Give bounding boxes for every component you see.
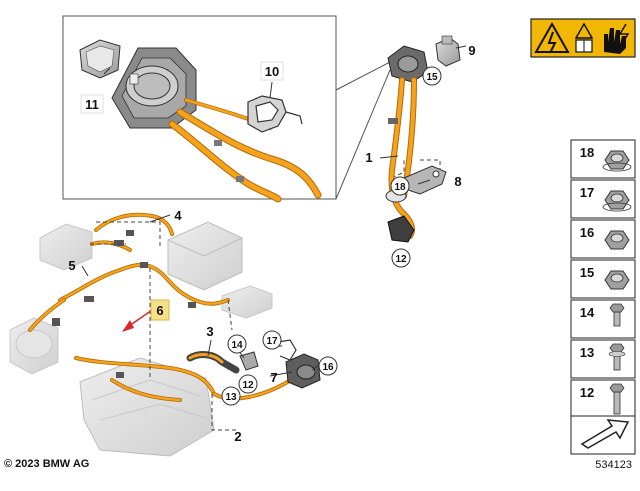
callout-13: 13 xyxy=(225,392,237,403)
callout-3: 3 xyxy=(206,324,213,339)
vehicle-ghost-components xyxy=(9,221,273,457)
callout-labels: 10 11 9 15 1 8 18 12 4 5 6 3 14 17 7 xyxy=(68,43,475,444)
parts-table-number: 12 xyxy=(580,385,594,400)
parts-table-row: 14 xyxy=(570,299,636,339)
charging-socket-housing xyxy=(111,47,197,129)
dashed-reference-lines xyxy=(90,159,441,431)
detail-inset xyxy=(62,15,391,203)
image-number: 534123 xyxy=(595,459,632,471)
hex-flange-nut-icon xyxy=(602,150,632,172)
parts-table-number: 17 xyxy=(580,185,594,200)
callout-5: 5 xyxy=(68,258,75,273)
callout-1: 1 xyxy=(365,150,372,165)
callout-8: 8 xyxy=(454,174,461,189)
no-touch-hand-icon xyxy=(604,23,630,54)
callout-4: 4 xyxy=(174,208,182,223)
callout-10: 10 xyxy=(265,64,279,79)
flange-nut-icon xyxy=(602,190,632,212)
parts-table-number: 13 xyxy=(580,345,594,360)
overview-cables xyxy=(28,212,312,402)
high-voltage-warning-panel xyxy=(530,18,636,58)
callout-2: 2 xyxy=(234,429,241,444)
callout-15: 15 xyxy=(426,72,438,83)
callout-6-highlighted: 6 xyxy=(156,303,163,318)
parts-table-number: 15 xyxy=(580,265,594,280)
electric-hazard-icon xyxy=(534,21,570,53)
hex-bolt-icon xyxy=(609,303,625,327)
callout-11: 11 xyxy=(85,97,99,112)
continuation-arrow-box xyxy=(570,415,636,455)
parts-table-row: 15 xyxy=(570,259,636,299)
overview-parts xyxy=(52,230,321,389)
parts-table-row: 17 xyxy=(570,179,636,219)
parts-table-row: 16 xyxy=(570,219,636,259)
read-manual-icon xyxy=(574,22,594,53)
long-bolt-icon xyxy=(609,383,625,415)
parts-table-row: 12 xyxy=(570,379,636,419)
copyright-notice: © 2023 BMW AG xyxy=(4,458,90,470)
hex-nut-icon xyxy=(604,270,630,290)
parts-table-number: 14 xyxy=(580,305,595,320)
bracket-part xyxy=(247,95,303,133)
parts-table-number: 18 xyxy=(580,145,594,160)
callout-12-right: 12 xyxy=(395,254,407,265)
parts-table-row: 18 xyxy=(570,139,636,179)
charging-cable-assembly xyxy=(385,35,461,243)
callout-14: 14 xyxy=(231,340,243,351)
bolt-with-washer-icon xyxy=(608,343,626,371)
callout-18: 18 xyxy=(394,182,406,193)
callout-16: 16 xyxy=(322,362,334,373)
parts-table: 18 17 16 15 14 13 12 xyxy=(570,139,636,419)
callout-9: 9 xyxy=(468,43,475,58)
callout-12-center: 12 xyxy=(242,380,254,391)
parts-table-row: 13 xyxy=(570,339,636,379)
parts-table-number: 16 xyxy=(580,225,594,240)
callout-7: 7 xyxy=(270,370,277,385)
callout-17: 17 xyxy=(266,336,278,347)
collar-nut-icon xyxy=(604,230,630,250)
